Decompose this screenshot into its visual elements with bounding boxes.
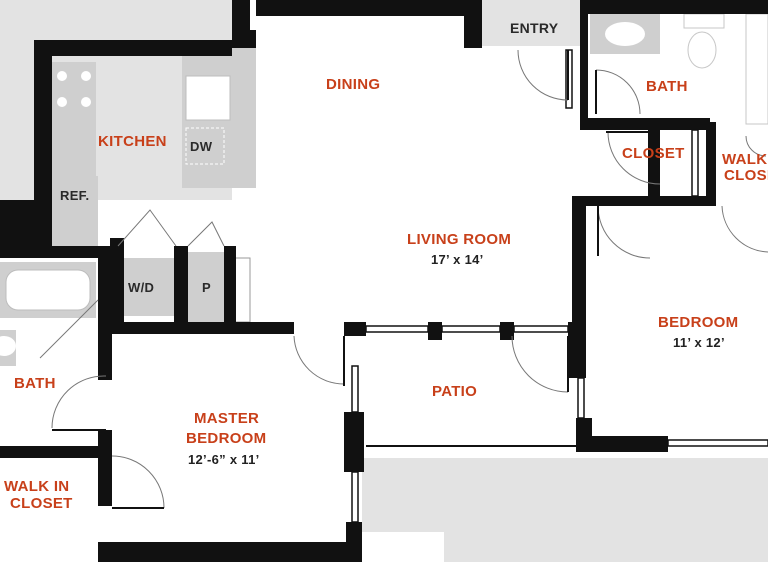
room-label-bath-top: BATH xyxy=(646,78,688,95)
room-label-dining: DINING xyxy=(326,76,381,93)
shower xyxy=(745,13,768,125)
room-label-master-1: MASTER xyxy=(194,410,260,427)
room-label-walk-in-2: CLOSET xyxy=(10,495,73,512)
kitchen-fixtures xyxy=(52,48,256,248)
fixture-label-pantry: P xyxy=(202,280,211,295)
door-swings xyxy=(39,49,768,509)
pantry-box xyxy=(188,252,224,322)
sink xyxy=(185,75,231,121)
room-label-walk-closet-2: CLOSE xyxy=(724,167,768,184)
washer-dryer-box xyxy=(118,258,174,316)
entry-hall xyxy=(480,0,580,46)
room-label-master-2: BEDROOM xyxy=(186,430,267,447)
fixture-label-washer-dryer: W/D xyxy=(128,280,155,295)
room-label-bath-left: BATH xyxy=(14,375,56,392)
room-label-walk-in-1: WALK IN xyxy=(4,478,70,495)
windows xyxy=(351,49,768,523)
toilet-bowl xyxy=(687,31,717,69)
room-label-kitchen: KITCHEN xyxy=(98,133,167,150)
room-label-entry: ENTRY xyxy=(510,20,559,36)
room-dimension-living-room: 17’ x 14’ xyxy=(431,252,484,267)
room-label-walk-closet-1: WALK xyxy=(722,151,768,168)
fixture-label-dishwasher: DW xyxy=(190,139,213,154)
room-label-patio: PATIO xyxy=(432,383,478,400)
exterior-bottom-notch xyxy=(362,532,444,562)
counter-left xyxy=(52,120,96,176)
bath-left-fixtures xyxy=(0,262,96,366)
counter-low xyxy=(52,224,98,248)
toilet-tank xyxy=(683,13,725,29)
room-dimension-master: 12’-6” x 11’ xyxy=(188,452,260,467)
bath-top-fixtures xyxy=(590,13,768,125)
room-dimension-bedroom: 11’ x 12’ xyxy=(673,335,725,350)
stove xyxy=(52,62,96,120)
room-label-closet: CLOSET xyxy=(622,145,685,162)
room-label-living-room: LIVING ROOM xyxy=(407,231,512,248)
dishwasher-outline xyxy=(185,127,225,165)
refrigerator xyxy=(52,176,98,224)
fixture-label-refrigerator: REF. xyxy=(60,188,90,203)
room-label-bedroom: BEDROOM xyxy=(658,314,739,331)
linen-shelf xyxy=(233,257,251,323)
